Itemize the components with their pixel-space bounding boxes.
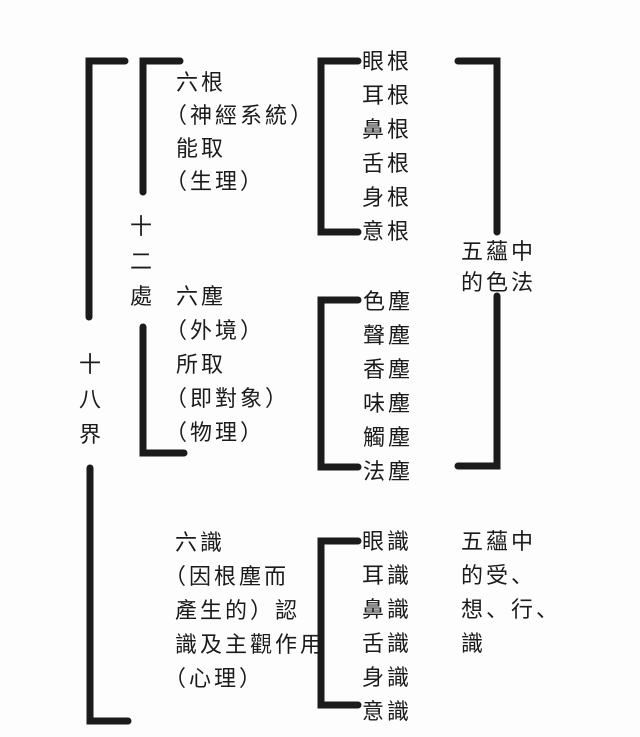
text-line: 的受、: [461, 563, 537, 588]
text-line: （外境）: [165, 318, 266, 343]
text-line: 的色法: [461, 270, 537, 295]
text-line: 六塵: [176, 284, 227, 309]
consciousnesses-list-bracket: [317, 537, 362, 709]
list-item: 眼識: [362, 529, 413, 554]
form-aggregate-bracket-bottom: [454, 292, 501, 470]
roots-list: 眼根 耳根 鼻根 舌根 身根 意根: [362, 45, 412, 249]
text-line: （因根塵而: [164, 564, 290, 589]
label-char: 處: [129, 284, 152, 309]
list-item: 意識: [362, 699, 413, 724]
twelve-bases-bracket-top: [139, 57, 184, 196]
list-item: 色塵: [363, 289, 414, 314]
consciousnesses-description: 六識 （因根塵而 產生的）認 識及主觀作用 （心理）: [164, 526, 326, 696]
text-line: （物理）: [165, 420, 266, 445]
text-line: 識: [461, 631, 487, 656]
list-item: 味塵: [363, 391, 414, 416]
form-aggregate-note: 五蘊中 的色法: [461, 236, 536, 298]
twelve-bases-bracket-bottom: [139, 323, 188, 457]
text-line: 六根: [176, 70, 227, 95]
consciousnesses-list: 眼識 耳識 鼻識 舌識 身識 意識: [362, 525, 412, 729]
list-item: 聲塵: [363, 323, 414, 348]
label-eighteen-realms: 十 八 界: [75, 347, 105, 452]
dusts-list-bracket: [317, 296, 362, 471]
text-line: 能取: [176, 136, 227, 161]
list-item: 舌根: [362, 151, 413, 176]
list-item: 身識: [362, 665, 413, 690]
dusts-list: 色塵 聲塵 香塵 味塵 觸塵 法塵: [363, 285, 413, 489]
list-item: 耳根: [362, 83, 413, 108]
list-item: 耳識: [362, 563, 413, 588]
form-aggregate-bracket-top: [454, 57, 501, 236]
list-item: 身根: [362, 185, 413, 210]
text-line: （即對象）: [165, 386, 291, 411]
list-item: 觸塵: [363, 425, 414, 450]
list-item: 香塵: [363, 357, 414, 382]
roots-description: 六根 （神經系統） 能取 （生理）: [165, 66, 315, 198]
text-line: 六識: [175, 530, 226, 555]
mental-aggregates-note: 五蘊中 的受、 想、行、 識: [461, 525, 561, 661]
text-line: （心理）: [164, 666, 265, 691]
label-char: 十: [129, 214, 152, 239]
dusts-description: 六塵 （外境） 所取 （即對象） （物理）: [165, 280, 290, 450]
text-line: 產生的）認: [175, 598, 301, 623]
text-line: 五蘊中: [461, 529, 537, 554]
eighteen-realms-bracket-bottom: [86, 464, 132, 725]
text-line: （神經系統）: [165, 103, 316, 128]
label-twelve-bases: 十 二 處: [126, 209, 156, 314]
label-char: 八: [78, 387, 101, 412]
text-line: 五蘊中: [461, 239, 537, 264]
label-char: 界: [78, 422, 101, 447]
list-item: 法塵: [363, 459, 414, 484]
text-line: 想、行、: [461, 597, 562, 622]
eighteen-realms-bracket-top: [85, 57, 129, 321]
list-item: 眼根: [362, 49, 413, 74]
text-line: 所取: [176, 352, 227, 377]
text-line: （生理）: [165, 169, 266, 194]
list-item: 舌識: [362, 631, 413, 656]
list-item: 鼻根: [362, 117, 413, 142]
text-line: 識及主觀作用: [175, 632, 326, 657]
label-char: 二: [129, 249, 152, 274]
roots-list-bracket: [317, 57, 362, 236]
list-item: 鼻識: [362, 597, 413, 622]
list-item: 意根: [362, 219, 413, 244]
label-char: 十: [78, 352, 101, 377]
